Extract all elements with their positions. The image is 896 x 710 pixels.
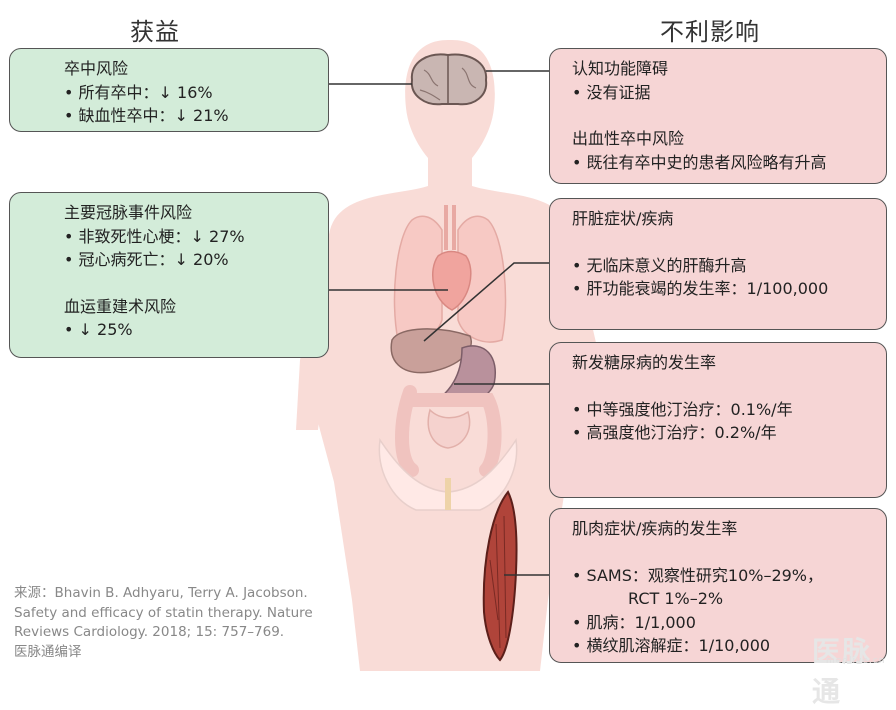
- source-line: 来源：Bhavin B. Adhyaru, Terry A. Jacobson.: [14, 585, 308, 601]
- stroke-risk-box: 卒中风险 • 所有卒中：↓ 16% • 缺血性卒中：↓ 21%: [9, 48, 329, 132]
- organs-illustration: [378, 205, 518, 511]
- muscle-box-line: • 横纹肌溶解症：1/10,000: [572, 636, 771, 655]
- benefits-header: 获益: [130, 18, 180, 46]
- watermark-logo: 医脉通: [812, 635, 873, 708]
- cognitive-box-line: • 没有证据: [572, 82, 651, 102]
- stroke-box-line: • 所有卒中：↓ 16%: [64, 82, 213, 102]
- cognitive-box-line: 出血性卒中风险: [572, 129, 685, 148]
- source-line: 医脉通编译: [14, 643, 82, 660]
- diabetes-box-line: • 高强度他汀治疗：0.2%/年: [572, 423, 777, 442]
- cognitive-box-line: • 既往有卒中史的患者风险略有升高: [572, 152, 827, 172]
- connector-liver: [423, 262, 550, 342]
- diabetes-box-line: • 中等强度他汀治疗：0.1%/年: [572, 399, 793, 419]
- muscle-box-line: RCT 1%–2%: [628, 589, 724, 608]
- anatomy-figure: [296, 40, 604, 671]
- liver-box-line: • 肝功能衰竭的发生率：1/100,000: [572, 279, 829, 298]
- coronary-box-line: • 冠心病死亡：↓ 20%: [64, 250, 229, 269]
- liver-box: 肝脏症状/疾病 • 无临床意义的肝酶升高 • 肝功能衰竭的发生率：1/100,000: [549, 198, 887, 330]
- coronary-box-line: 主要冠脉事件风险: [64, 203, 193, 222]
- muscle-box: 肌肉症状/疾病的发生率 • SAMS：观察性研究10%–29%， RCT 1%–2%…: [549, 508, 887, 663]
- diabetes-box-line: 新发糖尿病的发生率: [572, 353, 717, 372]
- stroke-box-line: • 缺血性卒中：↓ 21%: [64, 106, 229, 125]
- source-line: Safety and efficacy of statin therapy. N…: [14, 604, 313, 621]
- watermark-url: medlive.cn: [826, 656, 886, 666]
- muscle-illustration: [482, 490, 518, 662]
- coronary-box-line: • 非致死性心梗：↓ 27%: [64, 226, 245, 246]
- stroke-box-line: 卒中风险: [64, 59, 129, 78]
- coronary-box-line: [64, 272, 314, 295]
- adverse-effects-header: 不利影响: [660, 18, 760, 46]
- liver-box-line: 肝脏症状/疾病: [572, 209, 674, 228]
- coronary-events-box: 主要冠脉事件风险 • 非致死性心梗：↓ 27% • 冠心病死亡：↓ 20% 血运重建术…: [9, 192, 329, 358]
- brain-illustration: [410, 53, 488, 106]
- muscle-box-line: [572, 541, 872, 564]
- connector-lines: [328, 70, 550, 576]
- diabetes-box: 新发糖尿病的发生率 • 中等强度他汀治疗：0.1%/年 • 高强度他汀治疗：0.2%…: [549, 342, 887, 498]
- coronary-box-line: • ↓ 25%: [64, 320, 133, 339]
- cognitive-box-line: 认知功能障碍: [572, 59, 669, 78]
- muscle-box-line: • 肌病：1/1,000: [572, 612, 696, 632]
- cognitive-box-line: [572, 104, 872, 127]
- source-citation: 来源：Bhavin B. Adhyaru, Terry A. Jacobson.…: [14, 584, 313, 662]
- liver-box-line: • 无临床意义的肝酶升高: [572, 255, 747, 275]
- diabetes-box-line: [572, 375, 872, 398]
- muscle-box-line: 肌肉症状/疾病的发生率: [572, 519, 738, 538]
- cognitive-stroke-box: 认知功能障碍 • 没有证据出血性卒中风险 • 既往有卒中史的患者风险略有升高: [549, 48, 887, 184]
- source-line: Reviews Cardiology. 2018; 15: 757–769.: [14, 624, 285, 640]
- coronary-box-line: 血运重建术风险: [64, 296, 177, 316]
- liver-box-line: [572, 231, 872, 254]
- muscle-box-line: • SAMS：观察性研究10%–29%，: [572, 565, 824, 585]
